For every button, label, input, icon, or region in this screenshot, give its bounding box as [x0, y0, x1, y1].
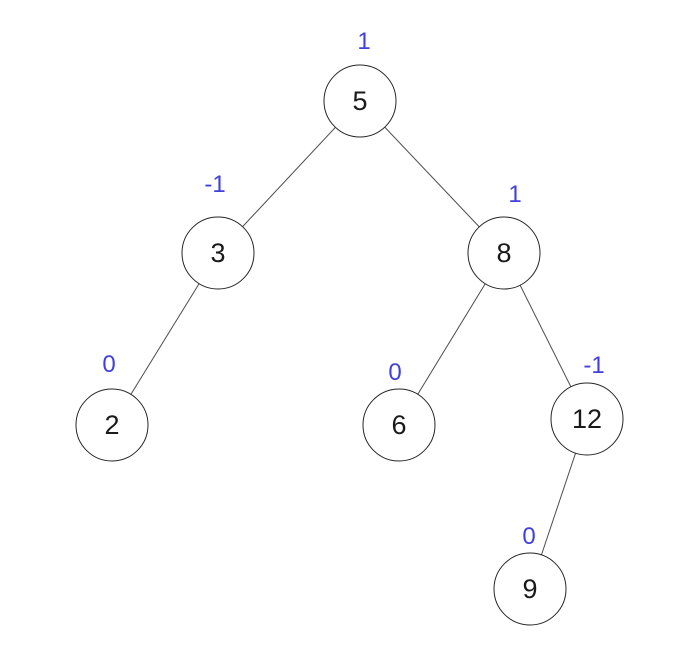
node-circle [550, 382, 624, 456]
tree-node-9: 90 [493, 523, 567, 626]
node-circle [75, 388, 149, 462]
node-circle [467, 216, 541, 290]
tree-node-8: 81 [467, 181, 541, 290]
node-value-label: 8 [496, 238, 511, 268]
node-circle [362, 388, 436, 462]
tree-node-2: 20 [75, 351, 149, 462]
balance-factor-label: 0 [102, 351, 115, 378]
balance-factor-label: 1 [508, 181, 521, 208]
tree-node-5: 51 [323, 28, 397, 138]
node-circle [493, 552, 567, 626]
tree-node-6: 60 [362, 359, 436, 462]
node-circle [181, 216, 255, 290]
node-circle [323, 64, 397, 138]
balance-factor-label: 0 [522, 523, 535, 550]
node-value-label: 3 [210, 238, 225, 268]
node-value-label: 2 [104, 410, 119, 440]
node-value-label: 6 [391, 410, 406, 440]
balance-factor-label: -1 [204, 171, 225, 198]
tree-node-3: 3 -1 [181, 171, 255, 290]
balance-factor-label: 1 [357, 28, 370, 55]
tree-node-12: 12 -1 [550, 352, 624, 456]
balance-factor-label: 0 [388, 359, 401, 386]
node-value-label: 12 [572, 404, 602, 434]
balance-factor-label: -1 [583, 352, 604, 379]
node-value-label: 5 [352, 86, 367, 116]
node-value-label: 9 [522, 574, 537, 604]
